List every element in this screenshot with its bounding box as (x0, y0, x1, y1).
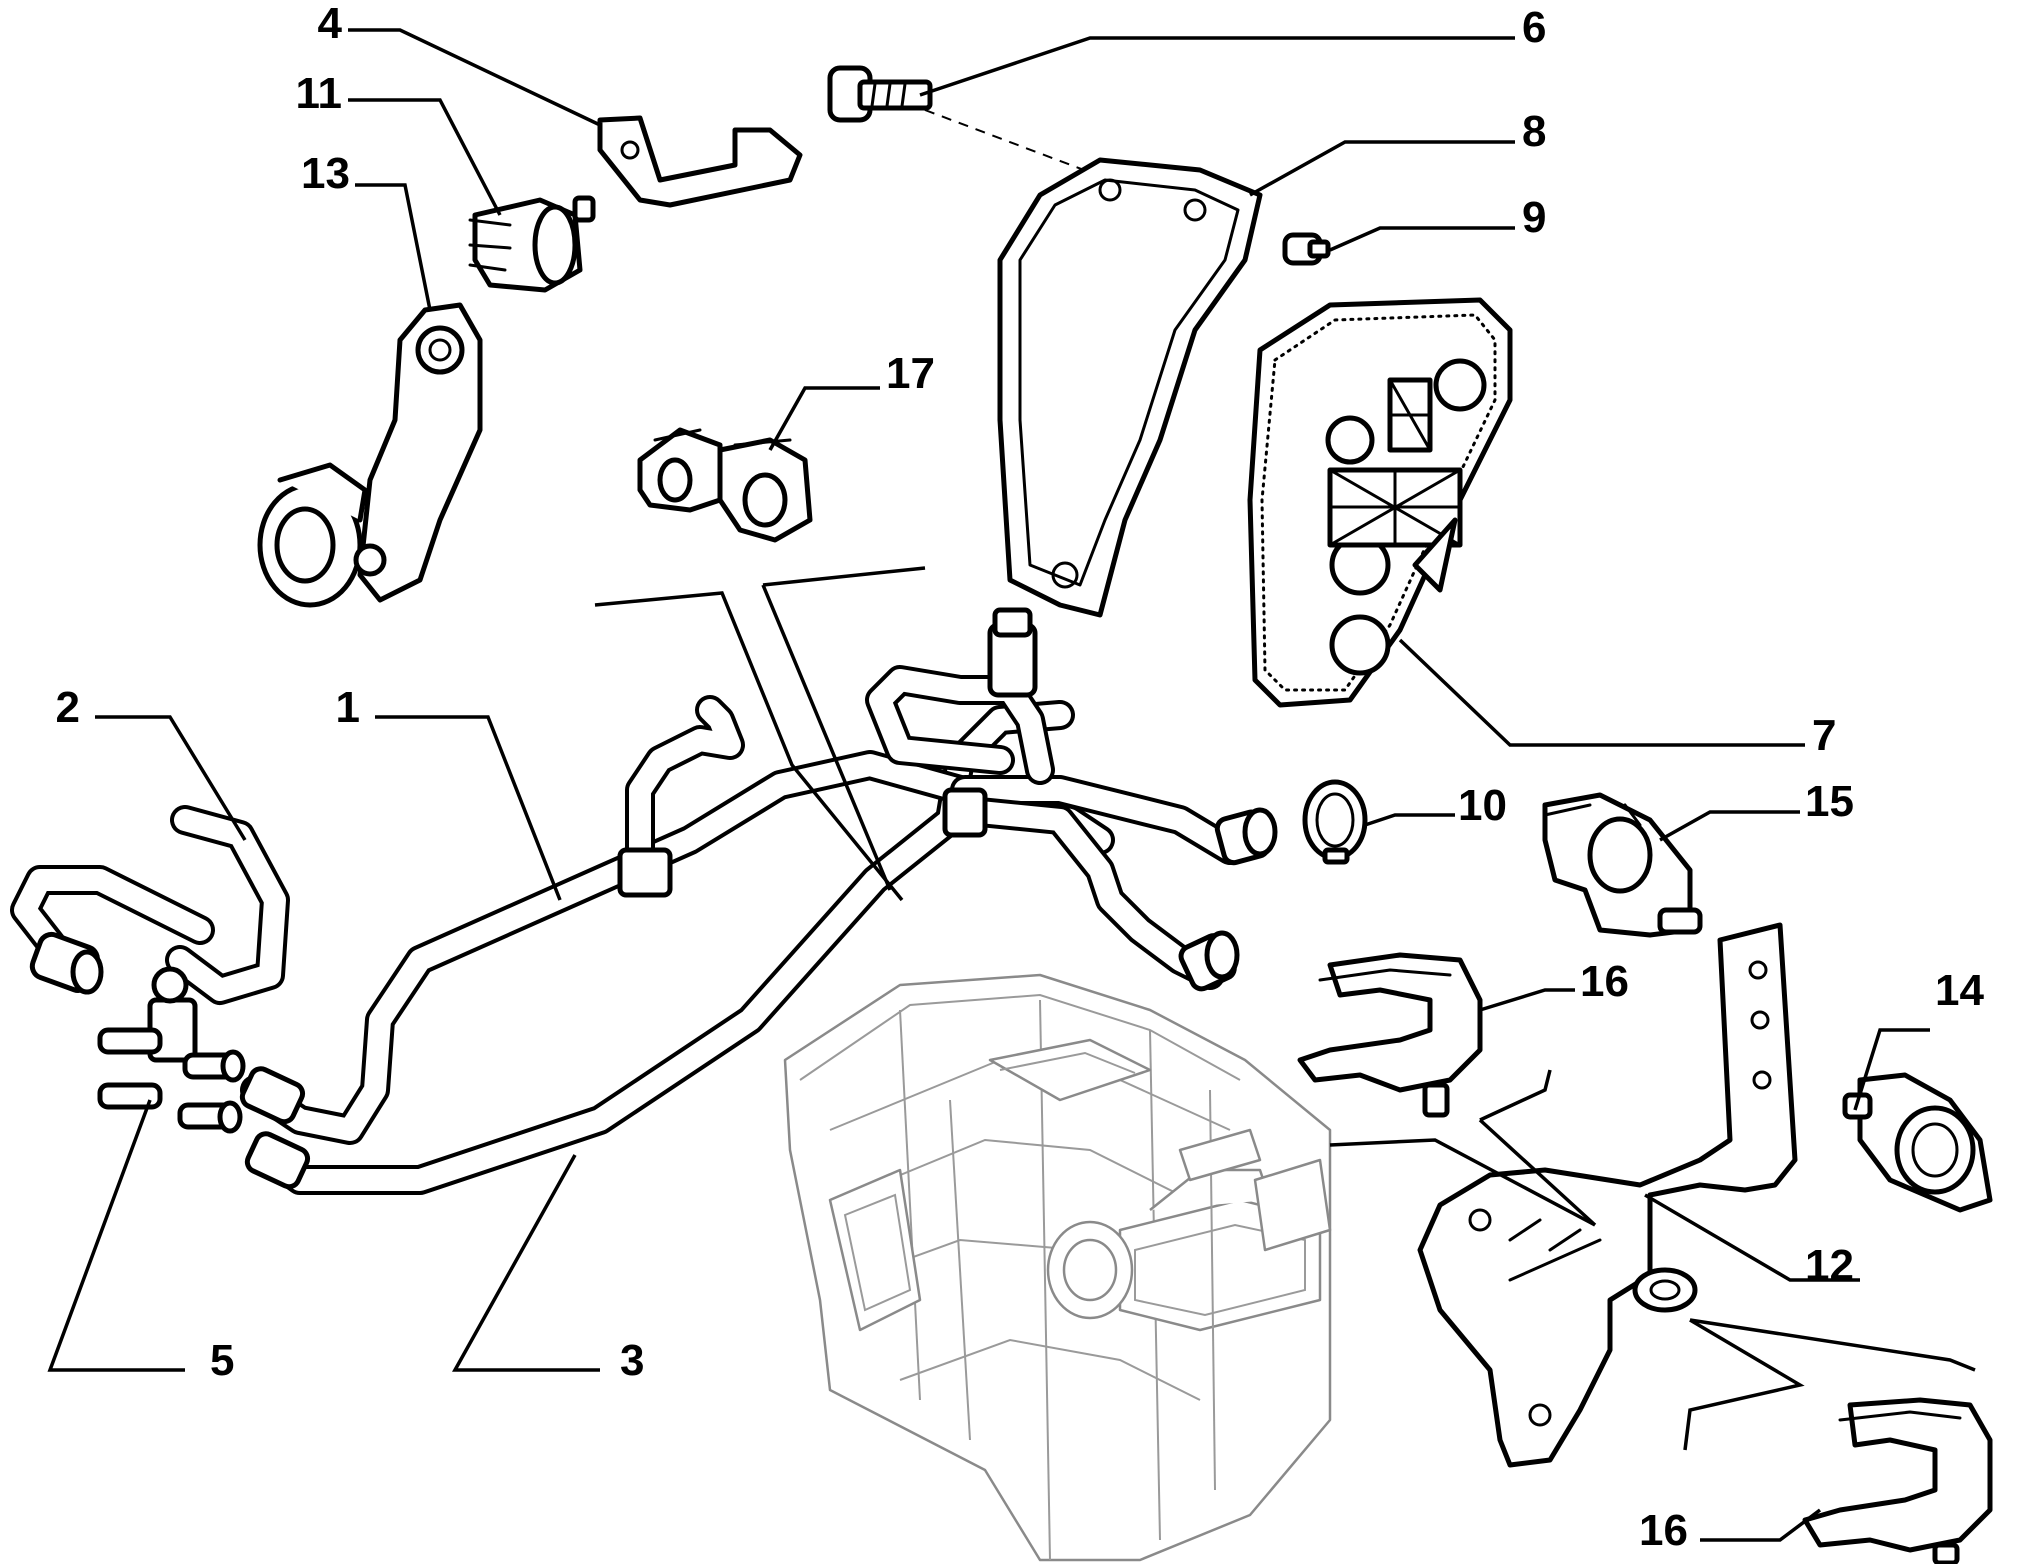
clip-16-lower (1802, 1397, 1993, 1564)
clip-11 (468, 195, 596, 293)
clamp-10 (1302, 779, 1368, 865)
gasket-8 (997, 157, 1263, 618)
callout-15: 15 (1805, 777, 1854, 826)
callout-4: 4 (318, 0, 343, 48)
callout-7: 7 (1812, 711, 1836, 760)
bracket-4 (597, 115, 803, 208)
bolt-6 (827, 65, 933, 123)
heater-hose-3 (250, 700, 1075, 1195)
callout-3: 3 (620, 1336, 644, 1385)
hose-left-loop (10, 865, 215, 995)
callout-6: 6 (1522, 3, 1546, 52)
clip-17 (637, 427, 813, 543)
callout-2: 2 (56, 683, 80, 732)
callout-labels: 4 6 11 8 13 9 17 2 1 7 10 15 16 14 12 5 … (56, 0, 1985, 1555)
hose-end-fittings (239, 807, 1278, 1190)
hose-t-connector (617, 607, 1038, 898)
leader-lines (47, 28, 1976, 1542)
hose-branch-lower-right (945, 795, 1225, 990)
callout-16-upper: 16 (1580, 957, 1629, 1006)
clamp-14 (1842, 1072, 1993, 1213)
heater-unit-housing (783, 973, 1332, 1562)
callout-9: 9 (1522, 193, 1546, 242)
clip-16-upper (1297, 952, 1483, 1118)
hose-branch-upper-right (865, 665, 1245, 865)
cover-7 (1247, 297, 1513, 708)
callout-1: 1 (336, 683, 360, 732)
bracket-13 (257, 302, 483, 608)
valve-5 (97, 966, 246, 1134)
callout-10: 10 (1458, 781, 1507, 830)
callout-8: 8 (1522, 107, 1546, 156)
bracket-12 (1417, 922, 1798, 1468)
callout-14: 14 (1935, 966, 1984, 1015)
callout-16-lower: 16 (1639, 1506, 1688, 1555)
callout-5: 5 (210, 1336, 234, 1385)
callout-11: 11 (295, 69, 342, 118)
callout-13: 13 (301, 149, 350, 198)
callout-17: 17 (886, 349, 935, 398)
hose-2 (165, 805, 290, 1005)
hose-branch-upper-left (625, 695, 745, 875)
callout-12: 12 (1805, 1241, 1854, 1290)
clamp-15 (1542, 792, 1703, 938)
plug-9 (1282, 232, 1331, 266)
